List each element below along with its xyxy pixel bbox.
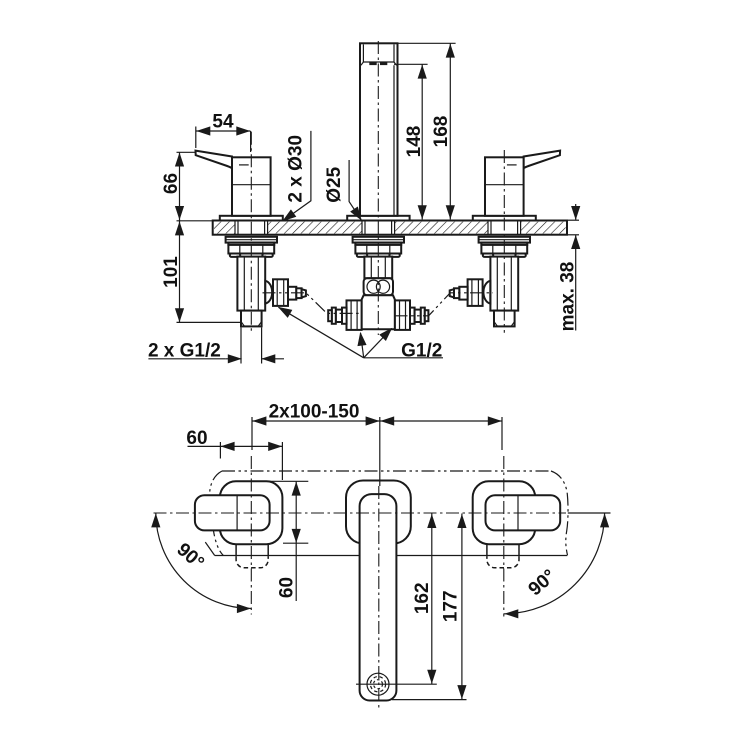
svg-text:54: 54 (212, 111, 234, 132)
svg-text:2 x G1/2: 2 x G1/2 (148, 341, 221, 362)
svg-text:2 x Ø30: 2 x Ø30 (285, 135, 306, 203)
svg-text:G1/2: G1/2 (401, 340, 442, 361)
svg-text:162: 162 (412, 582, 433, 614)
svg-text:60: 60 (277, 577, 298, 598)
svg-text:177: 177 (441, 590, 462, 622)
svg-text:60: 60 (186, 428, 207, 449)
svg-text:Ø25: Ø25 (324, 166, 345, 202)
svg-text:max. 38: max. 38 (557, 262, 578, 332)
svg-text:168: 168 (431, 116, 452, 148)
svg-text:101: 101 (161, 256, 182, 288)
svg-text:148: 148 (404, 126, 425, 158)
svg-text:66: 66 (161, 173, 182, 194)
svg-text:2x100-150: 2x100-150 (269, 401, 360, 422)
